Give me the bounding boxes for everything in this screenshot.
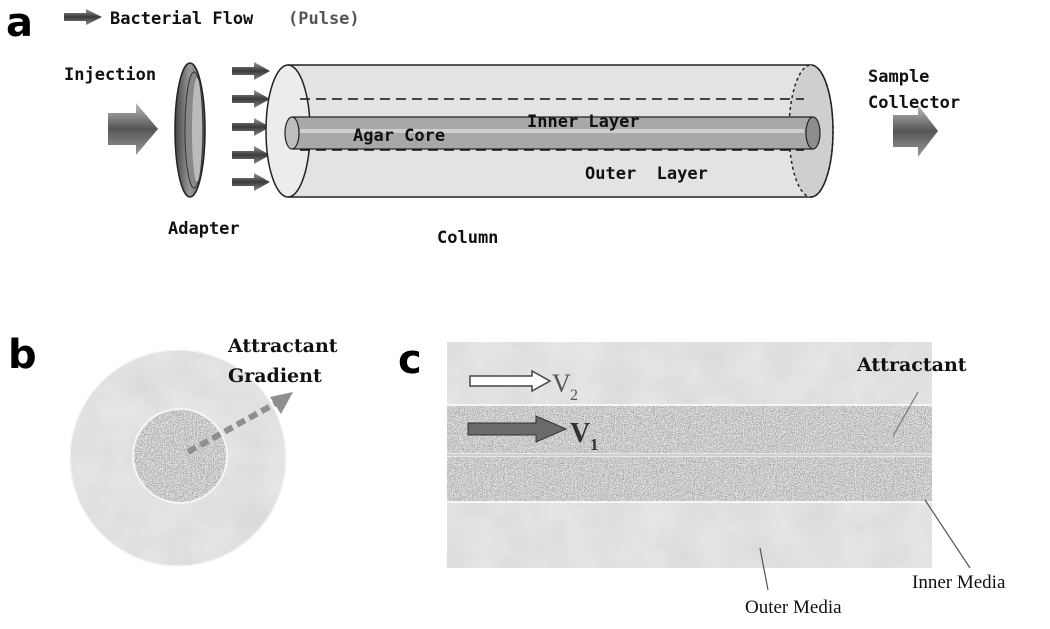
agar-core-label: Agar Core — [353, 126, 445, 146]
panel-a: a Bacterial Flow (Pulse) Injection Adapt… — [6, 0, 960, 248]
pulse-arrow-icon — [232, 62, 270, 80]
inner-media-channel-2 — [447, 457, 932, 501]
bacterial-flow-legend: Bacterial Flow (Pulse) — [64, 9, 360, 29]
v1-label: V — [570, 418, 590, 449]
outer-layer-label: Outer Layer — [585, 164, 708, 184]
outer-media-top — [447, 342, 932, 405]
inner-layer-label: Inner Layer — [527, 112, 640, 132]
v2-subscript: 2 — [570, 387, 578, 404]
legend-bacterial-flow: Bacterial Flow — [110, 9, 254, 29]
gradient-label-b: Gradient — [228, 365, 322, 387]
outer-media-bottom — [447, 502, 932, 568]
pulse-arrow-icon — [232, 118, 270, 136]
attractant-label-c: Attractant — [856, 354, 967, 376]
legend-arrow-icon — [64, 9, 102, 25]
panel-a-letter: a — [6, 0, 33, 46]
adapter-disc — [174, 62, 206, 198]
v2-label: V — [552, 369, 571, 398]
gradient-dashed-arrow-icon — [186, 392, 293, 455]
panel-c-letter: c — [398, 337, 422, 383]
pulse-arrow-icon — [232, 173, 270, 191]
column-cylinder — [265, 64, 834, 198]
column-label: Column — [437, 228, 498, 248]
outer-media-leader-line — [759, 547, 769, 591]
panel-b-letter: b — [8, 332, 37, 378]
collector-label: Collector — [868, 93, 960, 113]
pulse-arrows — [232, 62, 270, 191]
outer-media-label: Outer Media — [745, 597, 842, 618]
attractant-leader-line — [892, 391, 919, 437]
legend-pulse: (Pulse) — [288, 9, 360, 29]
v2-hollow-arrow-icon — [469, 369, 552, 393]
adapter-label: Adapter — [168, 219, 240, 239]
panel-c: c V 2 V 1 Attractant Inner Media Outer M… — [398, 337, 1006, 618]
injection-arrow-icon — [108, 103, 158, 155]
sample-collector-arrow-icon — [893, 105, 938, 157]
sample-label: Sample — [868, 67, 929, 87]
pulse-arrow-icon — [232, 146, 270, 164]
cross-section-inner-core — [132, 408, 228, 504]
pulse-arrow-icon — [232, 90, 270, 108]
v1-subscript: 1 — [590, 435, 599, 454]
injection-label: Injection — [64, 65, 156, 85]
inner-media-label: Inner Media — [912, 572, 1006, 593]
panel-b: b Attractant Gradient — [8, 332, 338, 567]
v1-solid-arrow-icon — [467, 415, 568, 443]
inner-media-leader-line — [924, 499, 971, 569]
attractant-label-b: Attractant — [227, 335, 338, 357]
